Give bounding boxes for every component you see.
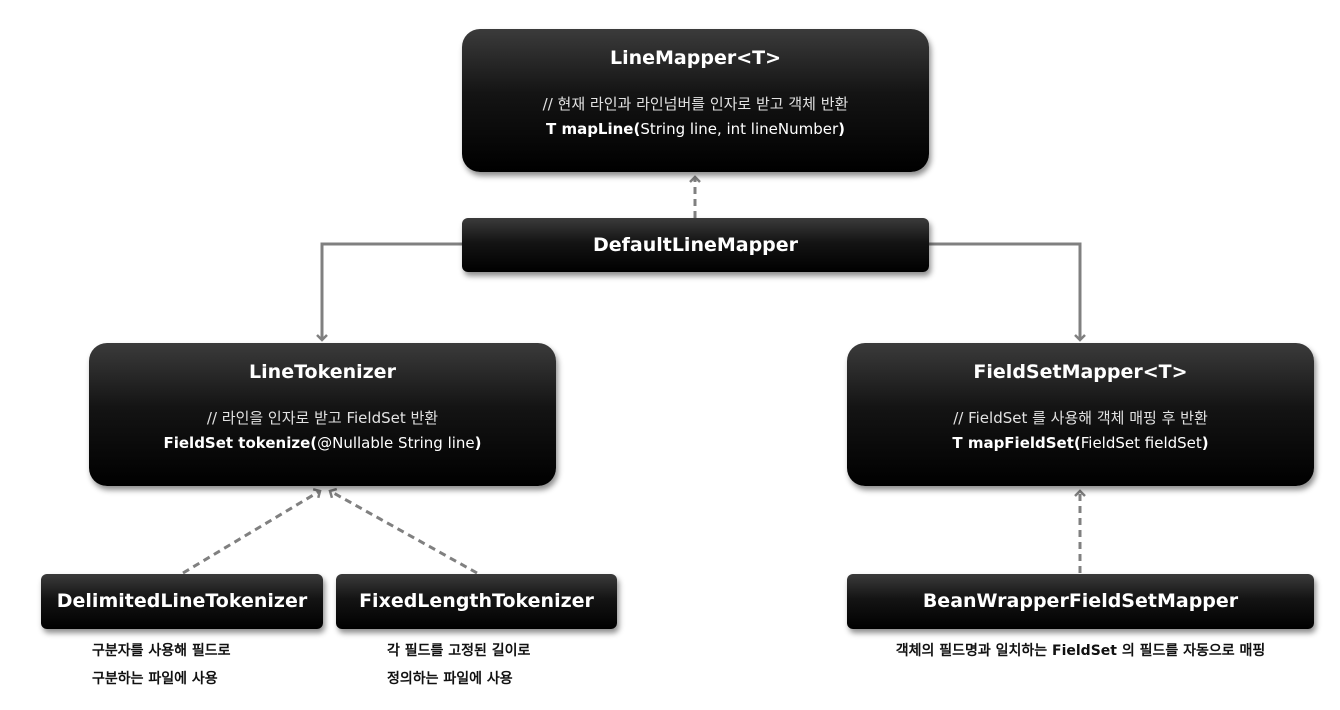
linetokenizer-sig-method: FieldSet tokenize( [163, 434, 318, 452]
linetokenizer-comment: // 라인을 인자로 받고 FieldSet 반환 [206, 409, 439, 427]
implements-arrow-delimited [182, 488, 322, 575]
linetokenizer-sig-params: @Nullable String line [317, 434, 475, 452]
delimitedlinetokenizer-note-line2: 구분하는 파일에 사용 [92, 671, 218, 687]
delimitedlinetokenizer-title: DelimitedLineTokenizer [56, 590, 308, 612]
beanwrapperfieldsetmapper-title: BeanWrapperFieldSetMapper [922, 590, 1239, 612]
delimitedlinetokenizer-box: DelimitedLineTokenizer [41, 574, 323, 629]
defaultlinemapper-title: DefaultLineMapper [592, 234, 799, 256]
fieldsetmapper-title: FieldSetMapper<T> [973, 361, 1188, 383]
beanwrapperfieldsetmapper-note: 객체의 필드명과 일치하는 FieldSet 의 필드를 자동으로 매핑 [847, 637, 1314, 665]
linemapper-signature: T mapLine(String line, int lineNumber) [462, 120, 929, 138]
fieldsetmapper-sig-params: FieldSet fieldSet [1080, 434, 1202, 452]
fixedlengthtokenizer-note-line1: 각 필드를 고정된 길이로 [387, 643, 531, 659]
fieldsetmapper-sig-method: T mapFieldSet( [952, 434, 1081, 452]
fieldsetmapper-box: FieldSetMapper<T> // FieldSet 를 사용해 객체 매… [847, 343, 1314, 486]
beanwrapperfieldsetmapper-note-text: 객체의 필드명과 일치하는 FieldSet 의 필드를 자동으로 매핑 [895, 643, 1266, 659]
fieldsetmapper-sig-close: ) [1201, 434, 1209, 452]
linemapper-sig-close: ) [838, 120, 845, 138]
linemapper-title: LineMapper<T> [609, 47, 782, 69]
linemapper-sig-method: T mapLine( [545, 120, 641, 138]
fixedlengthtokenizer-title: FixedLengthTokenizer [359, 590, 594, 612]
uses-arrow-linetokenizer [316, 242, 462, 342]
beanwrapperfieldsetmapper-box: BeanWrapperFieldSetMapper [847, 574, 1314, 629]
linetokenizer-signature: FieldSet tokenize(@Nullable String line) [89, 434, 556, 452]
uses-arrow-fieldsetmapper [929, 242, 1086, 342]
linetokenizer-box: LineTokenizer // 라인을 인자로 받고 FieldSet 반환 … [89, 343, 556, 486]
delimitedlinetokenizer-note: 구분자를 사용해 필드로 구분하는 파일에 사용 [92, 637, 231, 693]
fieldsetmapper-comment: // FieldSet 를 사용해 객체 매핑 후 반환 [953, 409, 1208, 427]
linetokenizer-title: LineTokenizer [249, 361, 396, 383]
fieldsetmapper-signature: T mapFieldSet(FieldSet fieldSet) [847, 434, 1314, 452]
linemapper-sig-params: String line, int lineNumber [640, 120, 839, 138]
linemapper-box: LineMapper<T> // 현재 라인과 라인넘버를 인자로 받고 객체 … [462, 29, 929, 172]
implements-arrow-fixedlength [328, 487, 478, 575]
fixedlengthtokenizer-note: 각 필드를 고정된 길이로 정의하는 파일에 사용 [387, 637, 530, 693]
fixedlengthtokenizer-note-line2: 정의하는 파일에 사용 [387, 671, 513, 687]
linetokenizer-sig-close: ) [474, 434, 482, 452]
fixedlengthtokenizer-box: FixedLengthTokenizer [336, 574, 617, 629]
delimitedlinetokenizer-note-line1: 구분자를 사용해 필드로 [92, 643, 231, 659]
linemapper-comment: // 현재 라인과 라인넘버를 인자로 받고 객체 반환 [542, 95, 849, 113]
defaultlinemapper-box: DefaultLineMapper [462, 218, 929, 272]
